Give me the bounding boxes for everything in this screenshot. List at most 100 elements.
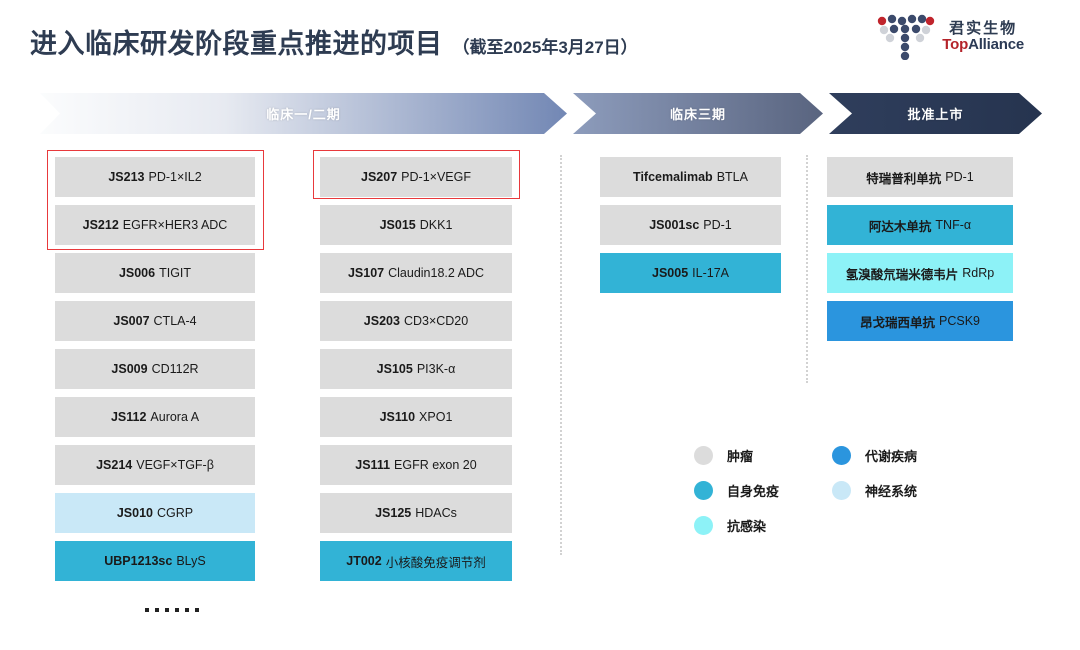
pipeline-item-target: EGFR×HER3 ADC (122, 218, 228, 232)
ellipsis-dot (145, 608, 149, 612)
pipeline-item-code: JT002 (346, 554, 382, 568)
pipeline-item-target: XPO1 (419, 410, 453, 424)
pipeline-item-target: PI3K-α (416, 362, 456, 376)
legend-label: 肿瘤 (727, 449, 754, 464)
title-block: 进入临床研发阶段重点推进的项目 （截至2025年3月27日） (30, 22, 638, 61)
pipeline-item-code: JS107 (347, 266, 385, 280)
page-title: 进入临床研发阶段重点推进的项目 (30, 29, 443, 59)
legend-label: 神经系统 (865, 484, 918, 499)
company-logo: 君实生物 TopAlliance (874, 14, 1024, 60)
pipeline-item-code: 特瑞普利单抗 (866, 171, 942, 186)
category-legend: 肿瘤代谢疾病自身免疫神经系统抗感染 (694, 438, 964, 543)
logo-chinese-name: 君实生物 (949, 20, 1018, 38)
pipeline-item-code: 昂戈瑞西单抗 (859, 315, 935, 330)
pipeline-item-target: CD3×CD20 (403, 314, 469, 328)
pipeline-item-code: JS213 (108, 170, 145, 184)
legend-item: 代谢疾病 (832, 438, 962, 473)
pipeline-item-target: Aurora A (150, 410, 200, 424)
pipeline-item-target: DKK1 (419, 218, 453, 232)
ellipsis-dot (155, 608, 159, 612)
phase-banner: 临床一/二期 临床三期 批准上市 (40, 93, 1042, 134)
page-header: 进入临床研发阶段重点推进的项目 （截至2025年3月27日） 君实生物 TopA… (0, 0, 1080, 88)
pipeline-item-target: BLyS (176, 554, 206, 568)
pipeline-item-target: CGRP (157, 506, 194, 520)
column-divider-1 (560, 155, 564, 555)
pipeline-item[interactable]: 昂戈瑞西单抗 PCSK9 (827, 301, 1013, 341)
pipeline-item-target: PD-1 (703, 218, 732, 232)
pipeline-item-target: VEGF×TGF-β (136, 458, 214, 472)
pipeline-item-code: Tifcemalimab (633, 170, 713, 184)
logo-en-alliance: Alliance (968, 36, 1024, 53)
pipeline-item-target: EGFR exon 20 (394, 458, 477, 472)
legend-color-dot (694, 516, 713, 535)
pipeline-item-target: PCSK9 (939, 314, 980, 328)
logo-en-top: Top (942, 36, 969, 53)
pipeline-item-target: PD-1×IL2 (148, 170, 202, 184)
pipeline-item-target: TNF-α (935, 218, 972, 232)
pipeline-item-code: JS001sc (649, 218, 700, 232)
pipeline-item-code: 氢溴酸氘瑞米德韦片 (845, 267, 959, 282)
pipeline-item-code: JS006 (118, 266, 156, 280)
pipeline-item-code: JS110 (379, 410, 416, 424)
phase-label-2: 临床三期 (669, 107, 726, 122)
phase-chevron-clinical-3: 临床三期 (573, 93, 823, 134)
legend-color-dot (832, 446, 851, 465)
pipeline-item-code: JS005 (652, 266, 689, 280)
phase-chevron-clinical-1-2: 临床一/二期 (40, 93, 567, 134)
column-divider-2 (806, 155, 810, 383)
ellipsis-dot (195, 608, 199, 612)
legend-label: 抗感染 (727, 519, 767, 534)
pipeline-item-code: JS007 (113, 314, 150, 328)
pipeline-item-code: JS105 (376, 362, 413, 376)
pipeline-item-target: BTLA (716, 170, 748, 184)
pipeline-item-code: JS125 (375, 506, 412, 520)
legend-color-dot (694, 481, 713, 500)
ellipsis-dot (175, 608, 179, 612)
pipeline-item-code: JS010 (116, 506, 154, 520)
phase-chevron-approved: 批准上市 (829, 93, 1042, 134)
pipeline-item-target: CTLA-4 (153, 314, 197, 328)
pipeline-item-code: JS015 (379, 218, 416, 232)
pipeline-item-code: JS112 (110, 410, 147, 424)
pipeline-item-code: JS111 (355, 458, 391, 472)
more-items-ellipsis (145, 608, 199, 612)
pipeline-item-target: PD-1 (945, 170, 974, 184)
ellipsis-dot (165, 608, 169, 612)
pipeline-item-code: 阿达木单抗 (868, 219, 932, 234)
pipeline-item-target: IL-17A (692, 266, 729, 280)
pipeline-item-code: UBP1213sc (104, 554, 173, 568)
logo-english-name: TopAlliance (942, 37, 1024, 53)
pipeline-item-code: JS203 (363, 314, 400, 328)
antibody-y-logo-icon (878, 14, 935, 60)
pipeline-item-target: HDACs (415, 506, 457, 520)
pipeline-item-code: JS009 (111, 362, 148, 376)
phase-shape-2 (573, 93, 823, 134)
legend-color-dot (694, 446, 713, 465)
